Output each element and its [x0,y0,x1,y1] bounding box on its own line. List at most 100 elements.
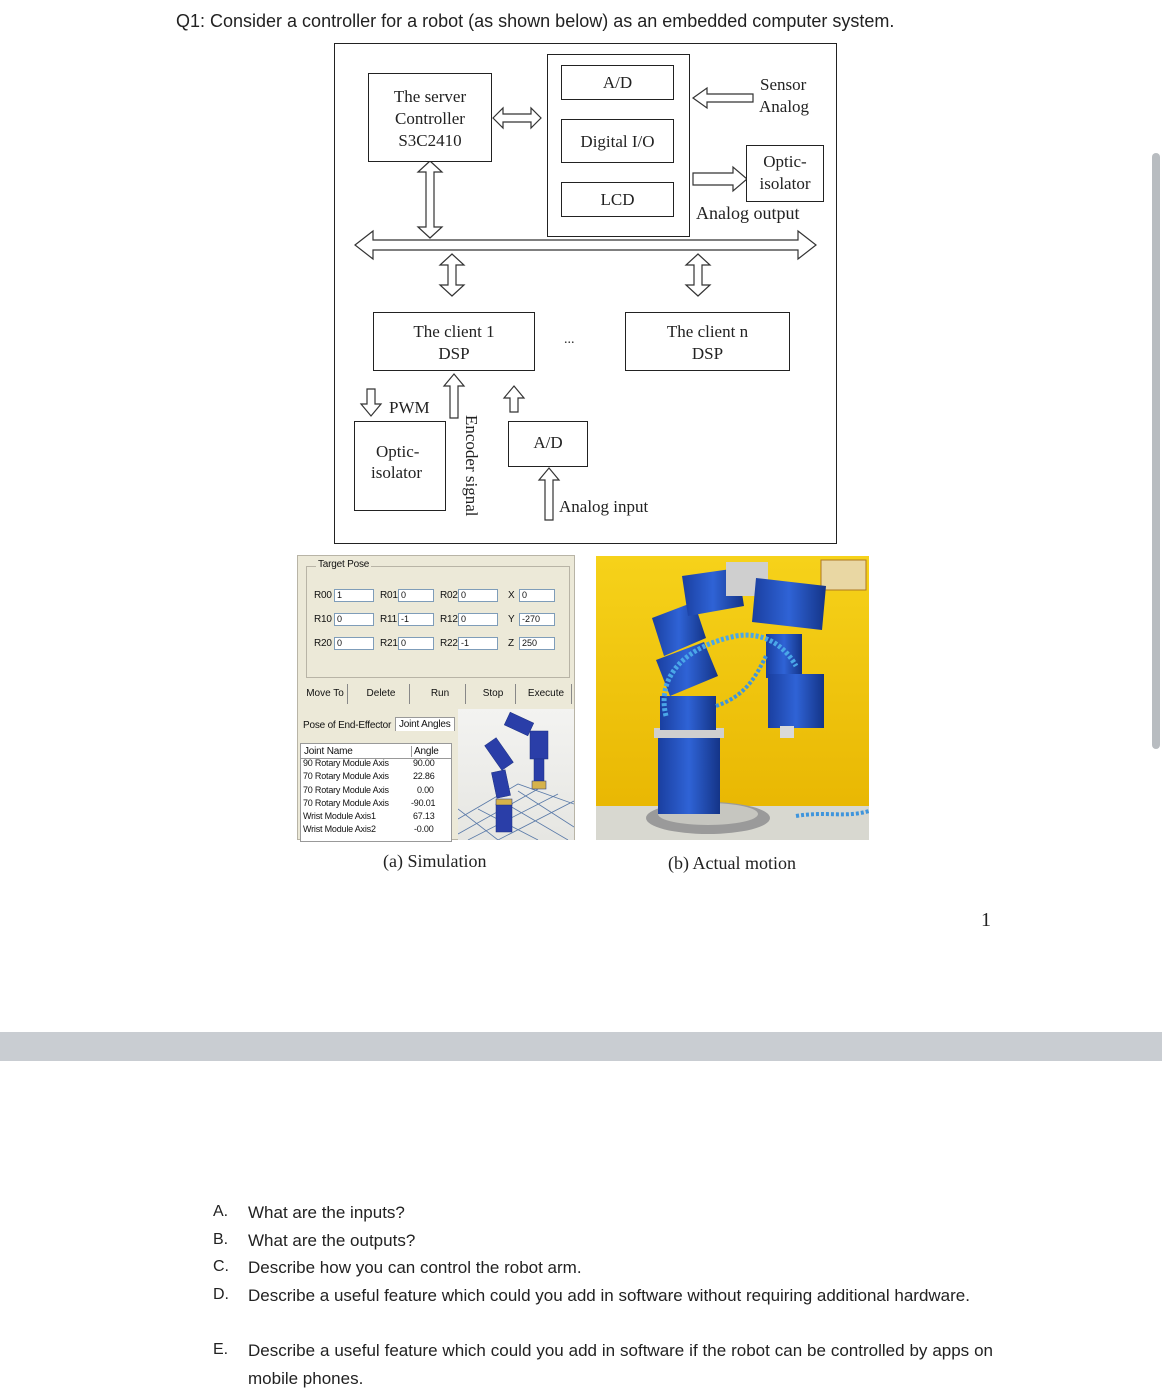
page-break-gap [0,1032,1162,1061]
matrix-input[interactable]: 0 [519,589,555,602]
matrix-key: R02 [440,590,458,601]
clientn-line-1: The client n [666,322,749,341]
question-letter: C. [213,1258,229,1275]
robot-arm-image [596,556,869,840]
server-bus-arrow [416,160,444,240]
question-text: Describe a useful feature which could yo… [248,1286,970,1305]
question-letter: A. [213,1203,229,1220]
matrix-input[interactable]: 0 [398,589,434,602]
matrix-key: R12 [440,614,458,625]
ad-bottom-label: A/D [533,433,563,452]
lcd-box: LCD [561,182,674,217]
table-cell-angle: -90.01 [411,798,436,808]
tab-pose-end-effector[interactable]: Pose of End-Effector [303,720,392,731]
robot-photo [596,556,869,840]
sensor-ad-arrow [692,87,755,110]
delete-button[interactable]: Delete [353,684,410,704]
lcd-label: LCD [600,190,635,209]
analog-input-label: Analog input [559,497,649,516]
matrix-key: Y [508,614,515,625]
ad-top-box: A/D [561,65,674,100]
robot-3d-model-icon [458,711,574,840]
simulation-software-panel: Target Pose R00 1 R01 0 R02 0 X 0 R10 0 … [297,555,575,842]
matrix-input[interactable]: 0 [398,637,434,650]
encoder-up-arrow [443,373,466,420]
matrix-input[interactable]: 0 [458,613,498,626]
table-header-angle: Angle [411,746,439,757]
pwm-label: PWM [389,398,430,417]
matrix-key: R21 [380,638,398,649]
question-text: Describe how you can control the robot a… [248,1258,582,1277]
execute-button[interactable]: Execute [521,684,572,704]
matrix-key: R01 [380,590,398,601]
matrix-input[interactable]: -270 [519,613,555,626]
server-line-2: Controller [395,109,465,128]
server-line-3: S3C2410 [398,131,462,150]
matrix-key: R11 [380,614,398,625]
question-text: What are the inputs? [248,1203,405,1222]
matrix-input[interactable]: 1 [334,589,374,602]
matrix-key: Z [508,638,514,649]
table-header-joint: Joint Name [304,746,353,757]
matrix-input[interactable]: -1 [458,637,498,650]
optic-bottom-line-2: isolator [371,463,422,482]
output-optic-arrow [692,166,749,193]
diagram-arrows [354,87,818,522]
table-cell-angle: 67.13 [413,811,435,821]
question-text: Describe a useful feature which could yo… [248,1341,993,1388]
server-controller-box: The server Controller S3C2410 [368,73,492,162]
joint-table: Joint Name Angle 90 Rotary Module Axis 9… [300,743,452,842]
matrix-input[interactable]: 250 [519,637,555,650]
clientn-box: The client n DSP [625,312,790,371]
run-button[interactable]: Run [415,684,466,704]
table-divider [301,758,451,759]
tab-joint-angles[interactable]: Joint Angles [395,717,455,731]
analog-input-arrow [538,467,561,522]
stop-button[interactable]: Stop [471,684,516,704]
question-title: Q1: Consider a controller for a robot (a… [176,11,895,31]
analog-output-label: Analog output [696,203,800,223]
matrix-input[interactable]: -1 [398,613,434,626]
matrix-input[interactable]: 0 [334,637,374,650]
simulation-caption: (a) Simulation [383,851,487,871]
clientn-line-2: DSP [691,344,724,363]
table-cell-angle: -0.00 [414,824,434,834]
table-row: 90 Rotary Module Axis [303,758,389,768]
question-letter: D. [213,1286,229,1303]
bus-client1-arrow [438,253,466,298]
robot-3d-viewport[interactable] [458,709,574,840]
actual-motion-caption: (b) Actual motion [668,853,796,873]
matrix-key: R22 [440,638,458,649]
clients-ellipsis: ... [564,332,575,347]
table-cell-angle: 90.00 [413,758,435,768]
optic-isolator-bottom-box: Optic- isolator [354,421,446,511]
io-group-box: A/D Digital I/O LCD [547,54,690,237]
client1-line-1: The client 1 [413,322,495,341]
server-line-1: The server [393,87,467,106]
server-io-arrow [492,106,543,130]
encoder-signal-label: Encoder signal [462,415,481,517]
controller-block-diagram: The server Controller S3C2410 A/D Digita… [334,43,837,544]
matrix-key: R10 [314,614,332,625]
matrix-input[interactable]: 0 [458,589,498,602]
sensor-label: Sensor [760,75,807,94]
pwm-down-arrow [360,388,383,418]
analog-label: Analog [759,97,810,116]
table-row: 70 Rotary Module Axis [303,798,389,808]
digital-io-box: Digital I/O [561,119,674,163]
optic-bottom-line-1: Optic- [376,442,420,461]
page-number: 1 [981,909,991,931]
ad-client1-arrow [503,385,526,414]
question-letter: E. [213,1341,229,1358]
question-text: What are the outputs? [248,1231,416,1250]
matrix-input[interactable]: 0 [334,613,374,626]
matrix-key: R00 [314,590,332,601]
table-row: Wrist Module Axis1 [303,811,376,821]
vertical-scrollbar[interactable] [1152,153,1160,749]
matrix-key: X [508,590,515,601]
move-to-button[interactable]: Move To [303,684,348,704]
target-pose-label: Target Pose [316,559,372,570]
bus-clientn-arrow [684,253,712,298]
optic-isolator-top-box: Optic- isolator [746,145,824,202]
table-row: 70 Rotary Module Axis [303,785,389,795]
